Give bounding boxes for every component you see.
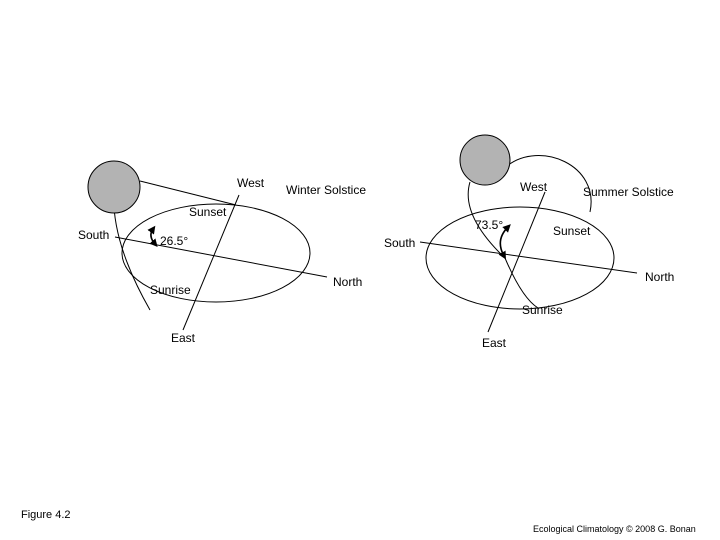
winter-south-label: South [78, 228, 109, 242]
winter-angle-arrow [147, 225, 158, 248]
summer-east-label: East [482, 336, 507, 350]
summer-panel: West Summer Solstice 73.5° Sunset South … [384, 134, 674, 350]
figure-label: Figure 4.2 [21, 509, 71, 521]
winter-horizon-ellipse [121, 203, 311, 303]
summer-east-west-line [487, 191, 546, 333]
winter-angle-label: 26.5° [160, 234, 188, 248]
summer-sunrise-label: Sunrise [522, 303, 563, 317]
winter-east-label: East [171, 331, 196, 345]
winter-west-label: West [237, 176, 265, 190]
winter-sunrise-label: Sunrise [150, 283, 191, 297]
winter-sunset-label: Sunset [189, 205, 227, 219]
winter-east-west-line [182, 194, 240, 331]
summer-title: Summer Solstice [583, 185, 674, 199]
summer-sunset-arc [506, 155, 592, 213]
summer-west-label: West [520, 180, 548, 194]
winter-title: Winter Solstice [286, 183, 366, 197]
summer-horizon-ellipse [425, 206, 615, 310]
winter-north-label: North [333, 275, 362, 289]
credit-label: Ecological Climatology © 2008 G. Bonan [533, 524, 696, 534]
summer-sunset-label: Sunset [553, 224, 591, 238]
summer-angle-arrow [498, 224, 511, 260]
winter-sunray-line [139, 180, 237, 206]
summer-sun [459, 134, 511, 186]
summer-sun-arc [467, 181, 539, 309]
summer-south-north-line [419, 241, 638, 274]
summer-angle-label: 73.5° [475, 218, 503, 232]
winter-panel: West Winter Solstice Sunset South 26.5° … [78, 160, 366, 345]
summer-north-label: North [645, 270, 674, 284]
summer-south-label: South [384, 236, 415, 250]
winter-sun [87, 160, 141, 214]
winter-south-north-line [114, 236, 328, 278]
